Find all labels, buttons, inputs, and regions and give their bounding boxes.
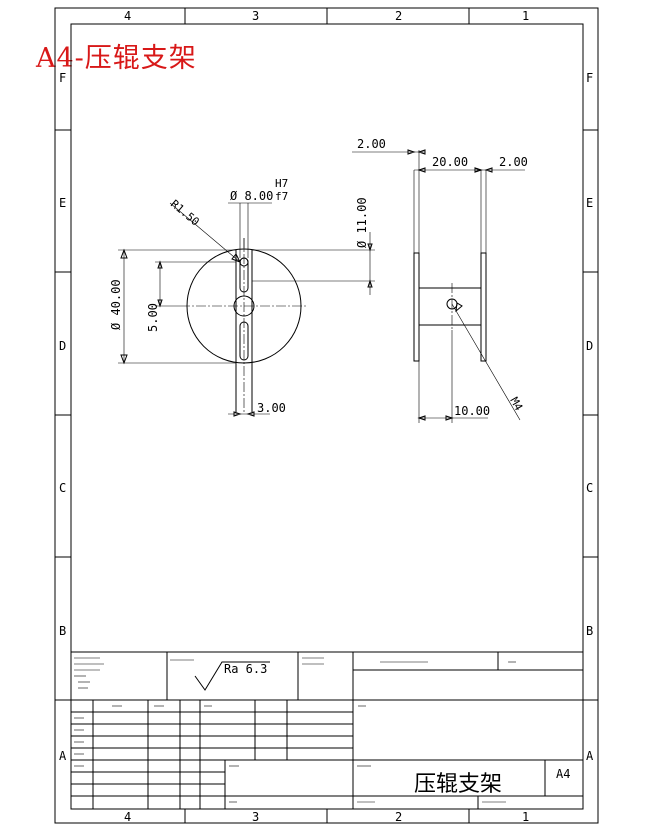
bridge [418,287,482,326]
zone-row-left-1: E [59,196,66,210]
dim-right-thickness: 2.00 [499,155,528,169]
zone-row-left-5: A [59,749,67,763]
sheet-size: A4 [556,767,570,781]
zone-col-top-3: 1 [522,9,529,23]
dim-bottom-width: 10.00 [454,404,490,418]
surface-finish: Ra 6.3 [224,662,267,676]
zone-col-bot-3: 1 [522,810,529,824]
dim-fit-upper: H7 [275,177,288,190]
outer-frame [54,7,599,824]
dim-offset: 5.00 [146,303,160,332]
drawing-heading: A4-压辊支架 [36,43,197,74]
dim-outer-diameter: Ø 40.00 [109,279,123,330]
front-view: Ø 40.00 5.00 Ø 8.00 H7 f7 R1.50 Ø 11.00 … [109,177,375,417]
part-name: 压辊支架 [414,772,502,797]
zone-labels: 4 3 2 1 4 3 2 1 F E D C B A F E D C B A [59,9,594,824]
zone-row-left-0: F [59,71,66,85]
zone-col-bot-1: 3 [252,810,259,824]
side-view: 2.00 20.00 2.00 10.00 M4 [352,137,528,423]
zone-col-top-1: 3 [252,9,259,23]
inner-frame [70,23,584,810]
left-plate [413,252,420,362]
title-block: Ra 6.3 [70,651,584,810]
zone-row-right-4: B [586,624,593,638]
zone-row-left-2: D [59,339,66,353]
zone-col-bot-0: 4 [124,810,131,824]
dim-gap-width: 20.00 [432,155,468,169]
zone-row-right-2: D [586,339,593,353]
zone-row-right-1: E [586,196,593,210]
dim-thread: M4 [507,395,525,413]
zone-row-right-3: C [586,481,593,495]
zone-ticks [55,8,598,823]
dim-fit-lower: f7 [275,190,288,203]
zone-col-top-0: 4 [124,9,131,23]
zone-col-bot-2: 2 [395,810,402,824]
surface-finish-symbol [194,661,270,691]
zone-row-left-3: C [59,481,66,495]
dim-left-thickness: 2.00 [357,137,386,151]
dim-fillet-radius: R1.50 [168,197,202,228]
dim-slot-width: 3.00 [257,401,286,415]
zone-row-right-0: F [586,71,593,85]
zone-col-top-2: 2 [395,9,402,23]
center-hole [233,295,255,317]
dim-boss-diameter: Ø 11.00 [355,197,369,248]
lower-slot [239,321,249,361]
right-plate [480,252,487,362]
zone-row-right-5: A [586,749,594,763]
dim-hole-diameter: Ø 8.00 [230,189,273,203]
zone-row-left-4: B [59,624,66,638]
